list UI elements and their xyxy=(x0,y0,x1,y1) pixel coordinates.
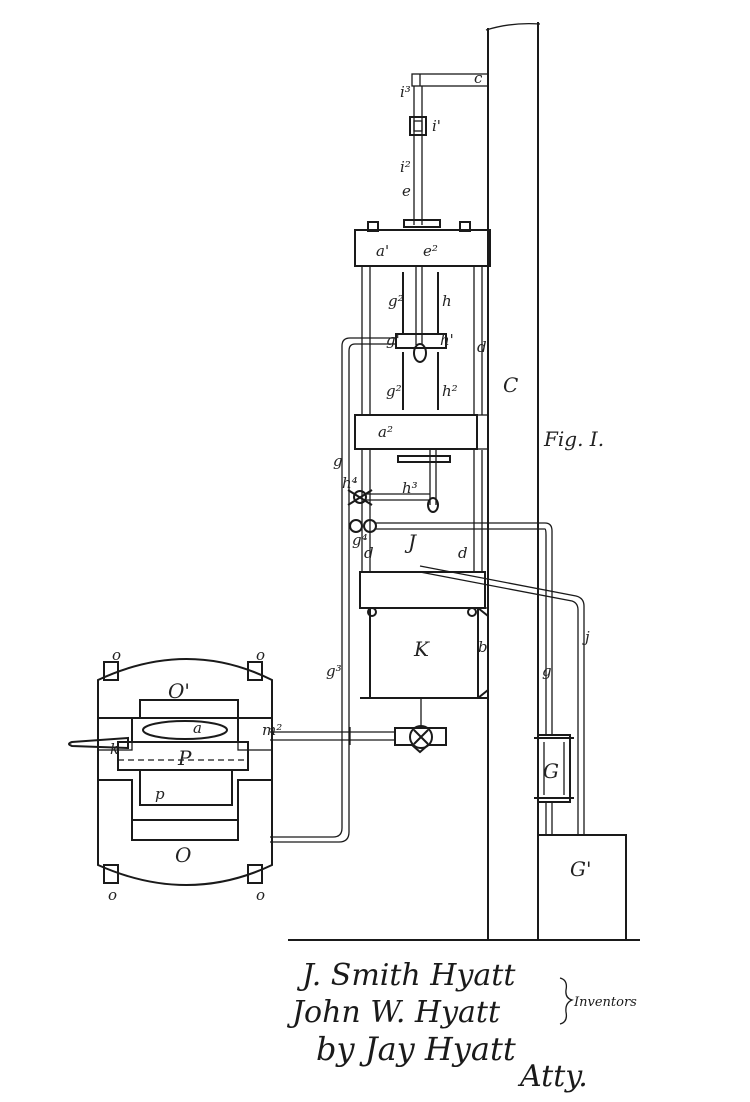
label-a2: a² xyxy=(378,423,393,441)
label-h4: h⁴ xyxy=(342,474,358,492)
label-g3: g³ xyxy=(326,662,342,680)
label-d-right: d xyxy=(458,544,468,562)
label-O: O xyxy=(175,843,191,867)
lower-rod xyxy=(397,449,451,513)
label-g2: g² xyxy=(388,292,404,310)
label-i2: i² xyxy=(400,158,411,176)
label-k: k xyxy=(110,740,119,758)
label-g-left: g xyxy=(333,452,343,470)
label-h3: h³ xyxy=(402,479,418,497)
label-e: e xyxy=(402,182,411,200)
middle-crosshead xyxy=(354,414,478,450)
label-d-left: d xyxy=(364,544,374,562)
mould-assembly xyxy=(68,658,273,886)
signature-line-1: J. Smith Hyatt xyxy=(296,958,516,993)
valve-g4 xyxy=(349,519,545,533)
label-a: a xyxy=(193,719,202,737)
label-G1: G' xyxy=(570,857,591,881)
label-i3: i³ xyxy=(400,83,411,101)
top-bracket xyxy=(411,73,489,87)
label-o-top-left: o xyxy=(112,646,121,664)
label-m2: m² xyxy=(262,721,282,739)
main-column xyxy=(485,22,541,940)
label-G: G xyxy=(543,759,559,783)
label-o-bottom-right: o xyxy=(256,886,265,904)
label-c: c xyxy=(474,69,483,87)
side-rods xyxy=(361,266,483,572)
label-g1: g' xyxy=(386,331,400,349)
label-h2: h² xyxy=(442,382,458,400)
injection-rod xyxy=(270,727,395,745)
label-g4: g⁴ xyxy=(352,531,368,549)
signature-block: J. Smith Hyatt John W. Hyatt Inventors b… xyxy=(286,958,637,1094)
label-h1: h' xyxy=(440,331,454,349)
pipe-g-right xyxy=(544,522,553,835)
inventors-label: Inventors xyxy=(573,995,637,1010)
pipe-g xyxy=(270,337,396,843)
pipe-j xyxy=(419,565,585,835)
label-j: j xyxy=(582,628,590,646)
label-J: J xyxy=(404,530,417,554)
label-i1: i' xyxy=(432,117,441,135)
label-o-top-right: o xyxy=(256,646,265,664)
figure-labels: c i³ i' i² e a' e² g² h g' h' d g² h² C … xyxy=(108,69,604,904)
label-d-top: d xyxy=(477,338,487,356)
label-b: b xyxy=(478,638,488,656)
piston-rod xyxy=(403,86,441,228)
reservoir-tank xyxy=(537,834,627,941)
toggle-joint xyxy=(394,698,447,754)
figure-caption: Fig. I. xyxy=(543,427,604,451)
signature-line-3: by Jay Hyatt xyxy=(316,1030,516,1068)
label-h: h xyxy=(442,292,452,310)
label-K: K xyxy=(413,637,430,661)
label-O1: O' xyxy=(168,679,190,703)
valve-h4 xyxy=(347,489,430,506)
signature-line-2: John W. Hyatt xyxy=(286,995,501,1030)
attorney-label: Atty. xyxy=(517,1059,588,1094)
label-g2b: g² xyxy=(386,382,402,400)
valve-rods xyxy=(395,266,447,410)
label-e2: e² xyxy=(423,242,438,260)
label-P: P xyxy=(177,746,192,770)
accumulator xyxy=(534,734,574,803)
label-C: C xyxy=(503,373,518,397)
label-p: p xyxy=(155,785,165,803)
label-g-right: g xyxy=(542,662,552,680)
label-o-bottom-left: o xyxy=(108,886,117,904)
ram-block xyxy=(359,571,489,699)
label-a1: a' xyxy=(376,242,389,260)
